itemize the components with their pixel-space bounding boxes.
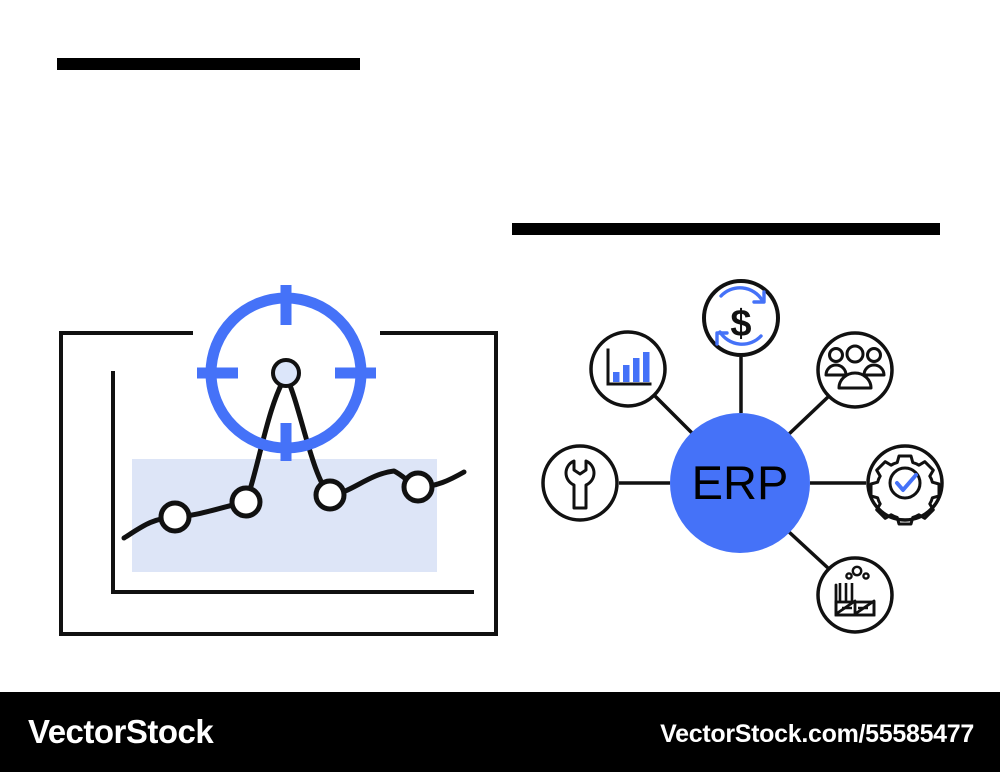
top-left-black-rule xyxy=(57,58,360,70)
node-analytics[interactable] xyxy=(589,330,667,408)
outer-bracket-frame xyxy=(59,331,498,636)
node-quality[interactable] xyxy=(866,444,944,526)
people-group-icon xyxy=(824,344,886,390)
mid-right-black-rule xyxy=(512,223,940,235)
data-point-marker xyxy=(229,485,263,519)
footer-url-label: VectorStock.com/55585477 xyxy=(660,720,974,748)
connector-manufacturing xyxy=(787,530,830,570)
data-point-marker xyxy=(158,500,192,534)
node-manufacturing[interactable] xyxy=(816,556,894,634)
chart-axes xyxy=(111,371,474,594)
node-quality-circle[interactable] xyxy=(866,444,944,522)
svg-text:$: $ xyxy=(730,303,751,345)
node-human-resources-circle[interactable] xyxy=(816,331,894,409)
erp-hub[interactable] xyxy=(670,413,810,553)
node-human-resources[interactable] xyxy=(816,331,894,409)
bar-chart-magnifier-icon xyxy=(606,348,652,386)
highlighted-data-point-marker xyxy=(271,358,301,388)
wrench-icon xyxy=(564,459,596,510)
node-finance[interactable]: $ xyxy=(702,279,780,357)
connector-analytics xyxy=(653,394,695,436)
node-maintenance[interactable] xyxy=(541,444,619,522)
analytics-chart-panel xyxy=(59,285,498,636)
footer-brand-wordmark: VectorStock xyxy=(28,713,214,750)
erp-hub-diagram: $ xyxy=(541,279,944,634)
factory-icon xyxy=(834,565,876,617)
connector-human-resources xyxy=(787,395,830,436)
footer-bar xyxy=(0,692,1000,772)
data-point-markers xyxy=(158,470,435,534)
node-manufacturing-circle[interactable] xyxy=(816,556,894,634)
gear-check-icon xyxy=(869,454,941,526)
data-point-marker xyxy=(401,470,435,504)
node-maintenance-circle[interactable] xyxy=(541,444,619,522)
erp-connectors xyxy=(619,357,866,570)
crosshair-target xyxy=(197,285,376,461)
dollar-refresh-icon: $ xyxy=(715,286,766,346)
data-point-marker xyxy=(313,478,347,512)
